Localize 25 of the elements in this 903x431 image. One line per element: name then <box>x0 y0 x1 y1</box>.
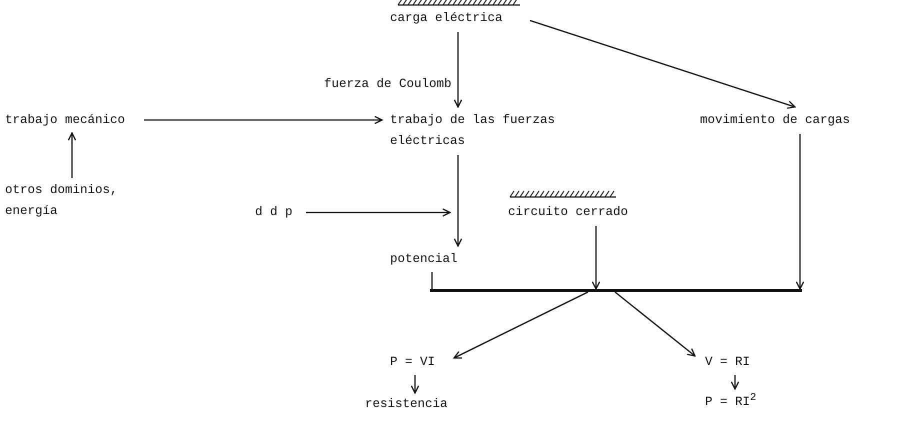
concept-label: circuito cerrado <box>508 202 633 223</box>
arrow <box>68 132 76 178</box>
concept-label: otros dominios, energía <box>5 180 140 222</box>
arrow <box>306 208 451 217</box>
arrow <box>454 155 462 247</box>
arrow <box>454 32 462 108</box>
arrow <box>410 375 420 394</box>
concept-label: potencial <box>390 249 475 270</box>
arrow <box>614 292 696 357</box>
concept-label: movimiento de cargas <box>700 110 870 131</box>
concept-label: d d p <box>255 202 300 223</box>
arrow <box>144 116 383 124</box>
arrow <box>592 226 600 290</box>
concept-label: trabajo de las fuerzas eléctricas <box>390 110 575 152</box>
concept-label: V = RI <box>705 352 765 373</box>
arrow <box>730 375 740 390</box>
arrow <box>530 20 796 109</box>
arrow <box>453 291 588 359</box>
concept-label: carga eléctrica <box>390 8 525 29</box>
concept-label: trabajo mecánico <box>5 110 140 131</box>
concept-label: P = RI$^{2}$ <box>705 388 780 414</box>
concept-label: resistencia <box>365 394 460 415</box>
concept-label: P = VI <box>390 352 450 373</box>
arrow <box>796 134 804 290</box>
junction-bar <box>430 289 802 292</box>
